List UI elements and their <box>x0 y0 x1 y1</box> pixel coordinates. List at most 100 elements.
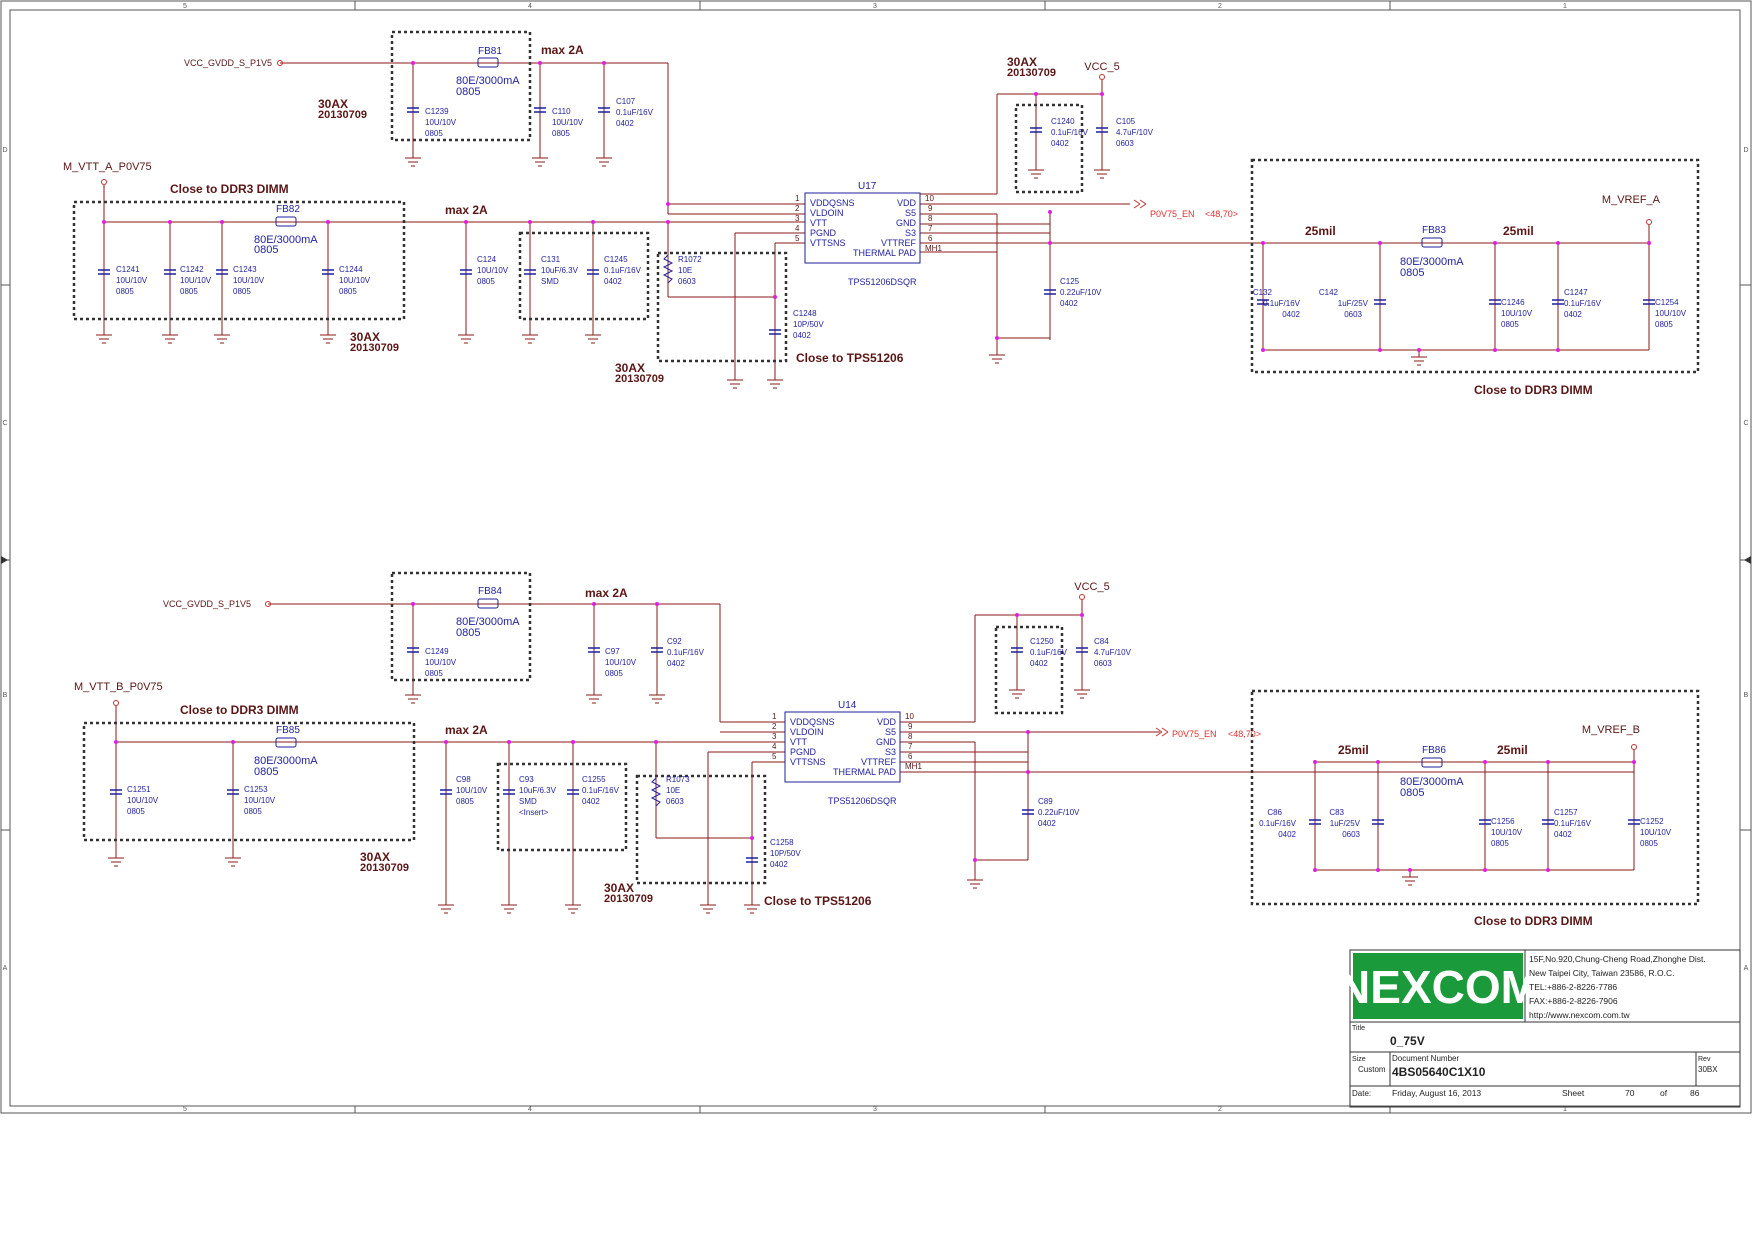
current-note: max 2A <box>541 43 584 57</box>
cap-ref: C92 <box>667 637 682 646</box>
ic-pin-number: 1 <box>772 712 777 721</box>
cap-value: 0.1uF/16V <box>1564 299 1602 308</box>
cap-value: 10P/50V <box>770 849 801 858</box>
cap-ref: C1255 <box>582 775 606 784</box>
cap-ref: C1254 <box>1655 298 1679 307</box>
ic-pin-number: 5 <box>772 752 777 761</box>
frame-arrow-right <box>1744 556 1751 564</box>
ic-pin-number: 8 <box>908 732 913 741</box>
fb-value: 80E/3000mA <box>1400 776 1464 788</box>
cap-value: 10U/10V <box>180 276 212 285</box>
cap-ref: C1252 <box>1640 817 1664 826</box>
cap-value: 0.1uF/16V <box>1554 819 1592 828</box>
enable-net-label: P0V75_EN <box>1172 729 1217 739</box>
size-label: Size <box>1352 1056 1366 1063</box>
ic-pin-number: 7 <box>908 742 913 751</box>
zone-row-c-left: C <box>2 420 7 427</box>
vcc5-net-label: VCC_5 <box>1074 581 1109 593</box>
vtt-net-label: M_VTT_A_P0V75 <box>63 161 152 173</box>
cap-ref: C1247 <box>1564 288 1588 297</box>
ic-pin-number: 2 <box>795 204 800 213</box>
top-circuit: VCC_GVDD_S_P1V5 M_VTT_A_P0V75 VCC_5 M_VR… <box>63 30 1700 397</box>
cap-package: 0402 <box>1564 310 1582 319</box>
cap-package: 0805 <box>233 287 251 296</box>
cap-value: 10uF/6.3V <box>519 786 557 795</box>
power-port-icon <box>277 60 283 66</box>
top-wires <box>103 62 1650 380</box>
ic-body <box>804 192 921 264</box>
resistor-icon <box>650 777 662 807</box>
size-value: Custom <box>1358 1065 1386 1074</box>
website: http://www.nexcom.com.tw <box>1529 1010 1630 1020</box>
enable-net-ref: <48,70> <box>1228 729 1261 739</box>
cap-value: 1uF/25V <box>1330 819 1361 828</box>
resistor-package: 0603 <box>666 797 684 806</box>
power-port-icon <box>113 700 119 706</box>
zone-row-d-right: D <box>1743 147 1748 154</box>
cap-package: 0805 <box>477 277 495 286</box>
enable-net-ref: <48,70> <box>1205 209 1238 219</box>
ic-pin-name: S5 <box>885 727 896 737</box>
placement-note: Close to DDR3 DIMM <box>170 182 289 196</box>
ic-pin-number: 4 <box>795 224 800 233</box>
cap-package: 0402 <box>1282 310 1300 319</box>
cap-value: 10U/10V <box>1501 309 1533 318</box>
frame-arrow-left <box>1 556 8 564</box>
cap-ref: C1240 <box>1051 117 1075 126</box>
ic-pin-name: VDD <box>877 717 897 727</box>
fb-ref: FB82 <box>276 204 300 215</box>
ic-pin-name: GND <box>876 737 897 747</box>
bottom-grounds <box>108 689 1418 914</box>
cap-value: 10U/10V <box>244 796 276 805</box>
cap-ref: C1243 <box>233 265 257 274</box>
ic-pin-number: 10 <box>925 194 934 203</box>
vtt-net-label: M_VTT_B_P0V75 <box>74 681 163 693</box>
ic-pin-name: VDDQSNS <box>790 717 835 727</box>
cap-package: 0805 <box>552 129 570 138</box>
cap-package: 0805 <box>425 669 443 678</box>
fb-ref: FB85 <box>276 725 300 736</box>
ic-pin-number: 2 <box>772 722 777 731</box>
placement-note: Close to TPS51206 <box>764 894 872 908</box>
ic-pin-name: GND <box>896 218 917 228</box>
cap-ref: C1257 <box>1554 808 1578 817</box>
resistor-value: 10E <box>678 266 692 275</box>
cap-package: 0805 <box>425 129 443 138</box>
cap-package: 0402 <box>770 860 788 869</box>
trace-width-note: 25mil <box>1503 224 1534 238</box>
offpage-arrow-icon <box>1155 727 1169 737</box>
cap-package: 0603 <box>1116 139 1134 148</box>
ferrite-bead-icon <box>275 216 297 227</box>
cap-ref: C1251 <box>127 785 151 794</box>
resistor-value: 10E <box>666 786 680 795</box>
bottom-component-labels: FB84 80E/3000mA 0805 FB85 80E/3000mA 080… <box>127 586 1672 869</box>
top-keepout-boxes <box>72 30 1700 374</box>
vref-net-label: M_VREF_A <box>1602 194 1661 206</box>
cap-ref: C132 <box>1253 288 1273 297</box>
cap-value: 10U/10V <box>116 276 148 285</box>
address-line: New Taipei City, Taiwan 23586, R.O.C. <box>1529 968 1675 978</box>
power-port-icon <box>1099 74 1105 80</box>
cap-package: SMD <box>541 277 559 286</box>
fb-ref: FB84 <box>478 586 502 597</box>
fb-package: 0805 <box>456 86 480 98</box>
rev-label: Rev <box>1698 1056 1711 1063</box>
address-line: 15F,No.920,Chung-Cheng Road,Zhonghe Dist… <box>1529 954 1706 964</box>
top-ports <box>101 60 1652 225</box>
ic-part: TPS51206DSQR <box>848 277 917 287</box>
sheet-total: 86 <box>1690 1088 1700 1098</box>
zone-labels: 5 4 3 2 1 5 4 3 2 1 D C B A D C B A <box>2 3 1748 1113</box>
cap-value: 0.1uF/16V <box>667 648 705 657</box>
cap-value: 10U/10V <box>1640 828 1672 837</box>
cap-value: 10U/10V <box>605 658 637 667</box>
cap-note: <Insert> <box>519 808 549 817</box>
ic-pin-number: MH1 <box>925 244 942 253</box>
zone-col-1-top: 1 <box>1563 3 1567 10</box>
top-capacitors <box>98 107 1655 335</box>
placement-note: Close to TPS51206 <box>796 351 904 365</box>
zone-row-b-left: B <box>3 692 8 699</box>
sheet-title: 0_75V <box>1390 1034 1425 1048</box>
cap-value: 10U/10V <box>425 118 457 127</box>
zone-col-4-bottom: 4 <box>528 1106 532 1113</box>
ic-pin-name: THERMAL PAD <box>833 767 897 777</box>
